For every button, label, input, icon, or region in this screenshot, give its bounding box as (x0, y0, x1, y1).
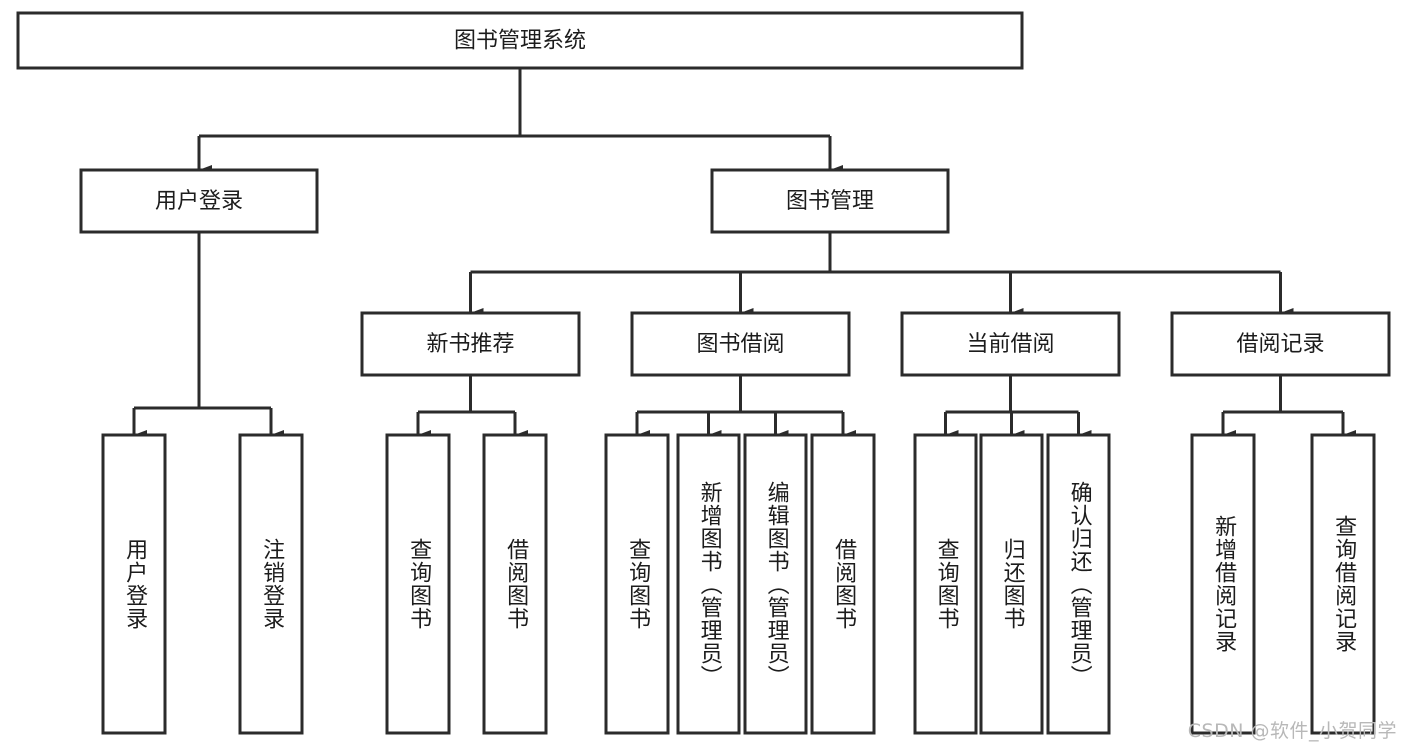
node-leaf-add-record[interactable] (1190, 433, 1256, 735)
node-label-book-borrow: 图书借阅 (696, 332, 784, 357)
node-leaf-add-book[interactable] (676, 433, 741, 735)
node-leaf-query-book-cur[interactable] (913, 433, 978, 735)
node-leaf-query-record[interactable] (1310, 433, 1376, 735)
node-leaf-borrow-book-rec[interactable] (482, 433, 548, 735)
node-label-user-login: 用户登录 (155, 189, 243, 214)
node-leaf-borrow-book[interactable] (810, 433, 876, 735)
node-leaf-query-book-borrow[interactable] (604, 433, 670, 735)
node-leaf-edit-book[interactable] (743, 433, 808, 735)
node-label-root: 图书管理系统 (454, 29, 586, 54)
node-user-login[interactable] (79, 168, 319, 234)
node-label-borrow-record: 借阅记录 (1236, 332, 1324, 357)
node-leaf-confirm-return[interactable] (1046, 433, 1111, 735)
node-leaf-user-login[interactable] (101, 433, 167, 735)
node-book-manage[interactable] (710, 168, 950, 234)
node-label-new-book-rec: 新书推荐 (426, 332, 514, 357)
node-root[interactable] (16, 11, 1024, 70)
node-book-borrow[interactable] (630, 311, 851, 377)
node-new-book-rec[interactable] (360, 311, 581, 377)
node-leaf-query-book-rec[interactable] (385, 433, 451, 735)
node-layer (16, 11, 1391, 735)
edge-layer (132, 68, 1356, 441)
node-leaf-return-book[interactable] (979, 433, 1044, 735)
node-leaf-user-logout[interactable] (238, 433, 304, 735)
node-current-borrow[interactable] (900, 311, 1121, 377)
node-borrow-record[interactable] (1170, 311, 1391, 377)
node-label-book-manage: 图书管理 (786, 189, 874, 214)
node-label-current-borrow: 当前借阅 (966, 332, 1054, 357)
watermark-text: CSDN @软件_小贺同学 (1187, 720, 1397, 742)
